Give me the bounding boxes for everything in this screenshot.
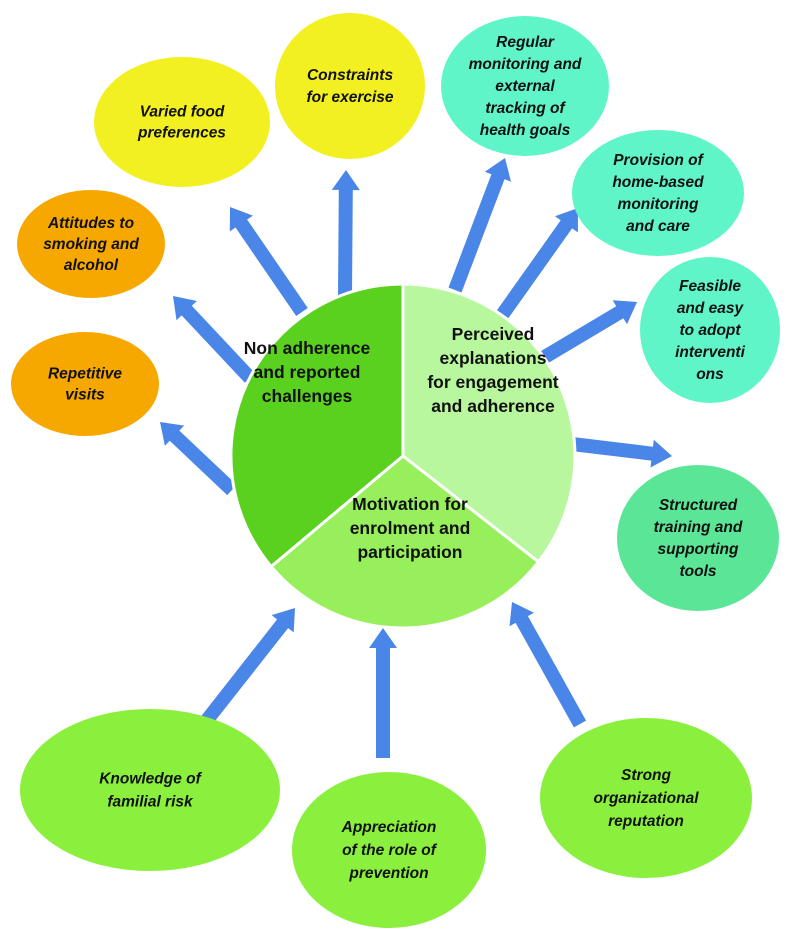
arrow-9: [201, 608, 295, 725]
bubble-label-line: visits: [65, 387, 105, 404]
bubble-attitudes-smoking-alcohol: Attitudes to smoking and alcohol: [17, 190, 165, 298]
bubble-label: Knowledge of familial risk: [99, 771, 202, 811]
segment-label-perceived-explanations: Perceived explanations for engagement and a…: [427, 324, 558, 416]
bubble-shape: [20, 709, 280, 871]
bubble-label-line: training and: [654, 519, 743, 536]
bubble-home-based-monitoring: Provision of home-based monitoring and care: [572, 130, 744, 256]
bubble-label: Varied food preferences: [137, 104, 226, 142]
bubble-shape: [617, 465, 779, 611]
bubble-shape: [17, 190, 165, 298]
bubble-label-line: Feasible: [679, 278, 741, 295]
bubble-label-line: Knowledge of: [99, 771, 202, 788]
segment-label-line: Non adherence: [244, 338, 371, 358]
bubble-structured-training: Structured training and supporting tools: [617, 465, 779, 611]
bubble-label-line: Varied food: [140, 104, 225, 121]
bubble-label-line: Constraints: [307, 67, 394, 84]
bubble-shape: [640, 257, 780, 403]
bubble-label: Appreciation of the role of prevention: [341, 819, 438, 882]
segment-label-line: and adherence: [431, 396, 555, 416]
bubble-label-line: supporting: [658, 541, 739, 558]
bubble-label-line: for exercise: [306, 89, 393, 106]
bubble-label-line: reputation: [608, 813, 684, 830]
bubble-label: Structured training and supporting tools: [654, 497, 743, 580]
segment-label-line: for engagement: [427, 372, 558, 392]
bubble-label-line: prevention: [348, 865, 428, 882]
segment-label-line: Motivation for: [352, 494, 468, 514]
bubble-shape: [572, 130, 744, 256]
arrow-5: [448, 158, 511, 293]
bubble-label-line: tracking of: [485, 100, 566, 117]
segment-label-line: participation: [357, 542, 462, 562]
arrow-3: [229, 207, 308, 316]
bubble-label-line: ons: [696, 366, 724, 383]
bubble-label-line: tools: [679, 563, 716, 580]
bubble-label-line: and easy: [677, 300, 745, 317]
bubble-label: Regular monitoring and external tracking of…: [469, 34, 582, 139]
arrow-2: [173, 296, 256, 383]
segment-label-motivation: Motivation for enrolment and participation: [350, 494, 471, 562]
bubble-label-line: monitoring: [618, 196, 699, 213]
bubble-shape: [275, 13, 425, 159]
bubble-label-line: organizational: [593, 790, 699, 807]
bubble-label-line: alcohol: [64, 257, 119, 274]
bubble-label-line: health goals: [480, 122, 571, 139]
segment-label-line: Perceived: [452, 324, 535, 344]
bubble-label-line: home-based: [612, 174, 704, 191]
bubble-label: Repetitive visits: [48, 366, 122, 404]
bubble-label-line: smoking and: [43, 236, 139, 253]
bubbles-layer: Repetitive visits Attitudes to smoking and a…: [11, 13, 780, 928]
bubble-regular-monitoring: Regular monitoring and external tracking of…: [441, 16, 609, 156]
arrow-10: [369, 628, 397, 758]
bubble-label-line: interventi: [675, 344, 745, 361]
bubble-label-line: Regular: [496, 34, 555, 51]
bubble-shape: [11, 332, 159, 436]
bubble-shape: [292, 772, 486, 928]
pie-segment-perceived-explanations: [401, 282, 577, 565]
bubble-label-line: preferences: [137, 125, 226, 142]
arrows-layer: [160, 158, 672, 758]
bubble-label-line: monitoring and: [469, 56, 582, 73]
segment-label-line: enrolment and: [350, 518, 471, 538]
bubble-label-line: external: [495, 78, 555, 95]
pie-segment-non-adherence: [229, 282, 405, 569]
bubble-strong-reputation: Strong organizational reputation: [540, 718, 752, 878]
bubble-appreciation-prevention: Appreciation of the role of prevention: [292, 772, 486, 928]
bubble-label-line: Attitudes to: [47, 215, 134, 232]
arrow-7: [539, 300, 637, 364]
bubble-label: Feasible and easy to adopt interventi ons: [675, 278, 745, 383]
bubble-varied-food-preferences: Varied food preferences: [94, 57, 270, 187]
bubble-label: Strong organizational reputation: [593, 767, 699, 830]
bubble-label-line: Strong: [621, 767, 671, 784]
arrow-8: [571, 437, 672, 468]
bubble-constraints-exercise: Constraints for exercise: [275, 13, 425, 159]
segment-label-line: explanations: [440, 348, 547, 368]
center-pie: Non adherence and reported challenges Perc…: [229, 282, 577, 630]
segment-label-non-adherence: Non adherence and reported challenges: [244, 338, 371, 406]
bubble-label-line: Structured: [659, 497, 738, 514]
bubble-knowledge-familial-risk: Knowledge of familial risk: [20, 709, 280, 871]
segment-label-line: and reported: [254, 362, 361, 382]
bubble-shape: [94, 57, 270, 187]
bubble-repetitive-visits: Repetitive visits: [11, 332, 159, 436]
arrow-11: [509, 602, 587, 728]
arrow-1: [160, 422, 237, 496]
bubble-label: Provision of home-based monitoring and care: [612, 152, 704, 235]
bubble-label-line: familial risk: [107, 794, 194, 811]
bubble-feasible-interventions: Feasible and easy to adopt interventi ons: [640, 257, 780, 403]
arrow-4: [331, 170, 360, 297]
pie-segment-motivation: [269, 454, 541, 630]
bubble-shape: [441, 16, 609, 156]
bubble-label-line: Repetitive: [48, 366, 122, 383]
bubble-label: Constraints for exercise: [306, 67, 393, 106]
bubble-label-line: Provision of: [613, 152, 704, 169]
segment-label-line: challenges: [262, 386, 353, 406]
bubble-label-line: Appreciation: [341, 819, 437, 836]
bubble-label-line: and care: [626, 218, 690, 235]
bubble-shape: [540, 718, 752, 878]
bubble-label: Attitudes to smoking and alcohol: [43, 215, 139, 274]
bubble-label-line: to adopt: [679, 322, 741, 339]
arrow-6: [494, 208, 578, 322]
bubble-label-line: of the role of: [342, 842, 438, 859]
